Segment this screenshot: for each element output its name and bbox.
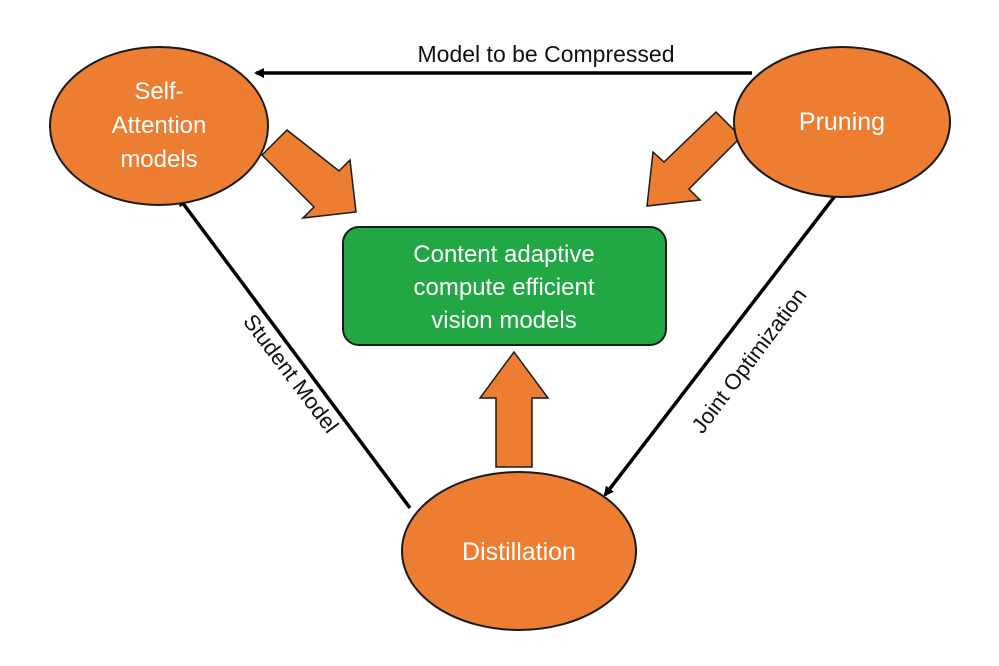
block-arrow-from-self-attention bbox=[260, 128, 357, 219]
node-self-attention bbox=[49, 46, 269, 206]
distillation-label: Distillation bbox=[462, 538, 576, 566]
self-attention-label-line-3: models bbox=[120, 146, 197, 173]
node-pruning bbox=[733, 46, 951, 198]
center-label-line-3: vision models bbox=[431, 307, 576, 334]
self-attention-label-line-1: Self- bbox=[134, 78, 183, 105]
center-label-line-1: Content adaptive bbox=[413, 241, 594, 268]
edge-label-student-model: Student Model bbox=[238, 309, 343, 437]
self-attention-label-line-2: Attention bbox=[112, 112, 207, 139]
pruning-label: Pruning bbox=[799, 108, 885, 136]
block-arrow-from-distillation bbox=[478, 350, 550, 468]
arrow-student-model bbox=[177, 196, 412, 510]
block-arrow-from-pruning bbox=[646, 110, 743, 207]
arrow-joint-optimization bbox=[603, 182, 847, 497]
node-center-goal bbox=[342, 226, 667, 346]
edge-label-model-to-be-compressed: Model to be Compressed bbox=[418, 41, 675, 67]
node-distillation bbox=[401, 471, 637, 631]
center-label-line-2: compute efficient bbox=[414, 274, 595, 301]
